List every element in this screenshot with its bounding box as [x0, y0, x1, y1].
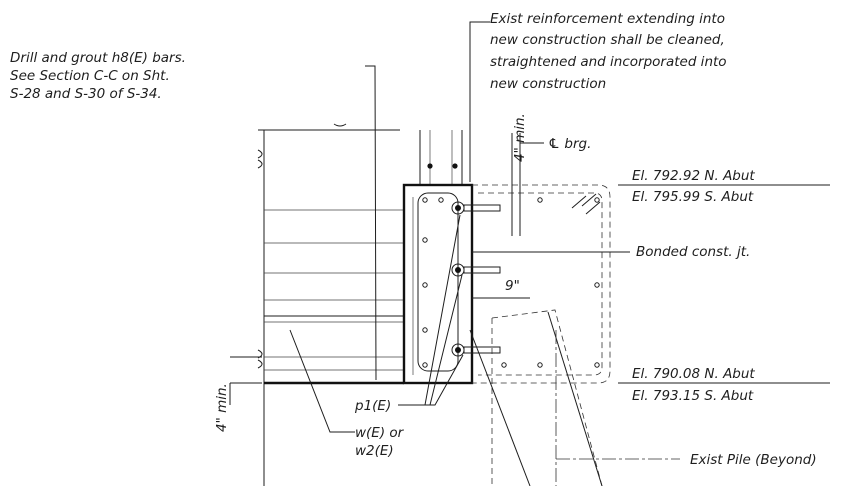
rebar-dot: [452, 163, 458, 169]
p1-bars: [451, 201, 501, 357]
label-bonded-jt: Bonded const. jt.: [636, 244, 750, 260]
rebar-circles: [422, 197, 600, 368]
note-line: Drill and grout h8(E) bars.: [10, 50, 186, 66]
existing-column: [419, 130, 463, 185]
annotation-exist-reinforcement: Exist reinforcement extending into new c…: [490, 11, 727, 92]
existing-pile: [469, 309, 603, 486]
label-we-line: w(E) or: [355, 425, 405, 441]
rebar-dot: [427, 163, 433, 169]
label-el-top-n: El. 792.92 N. Abut: [632, 168, 755, 184]
new-construction-outline: [402, 183, 474, 385]
note-line: S-28 and S-30 of S-34.: [10, 86, 162, 102]
label-el-bot-n: El. 790.08 N. Abut: [632, 366, 755, 382]
note-line: See Section C-C on Sht.: [10, 68, 170, 84]
label-el-bot-s: El. 793.15 S. Abut: [632, 388, 754, 404]
note-line: Exist reinforcement extending into: [490, 11, 725, 27]
dim-4in-min-top: 4" min.: [512, 113, 528, 162]
label-p1e: p1(E): [354, 398, 391, 414]
label-cl-brg: ℄ brg.: [548, 136, 591, 152]
existing-wall: [230, 123, 404, 486]
leader-lines: [229, 21, 830, 460]
dim-4in-min-bot: 4" min.: [214, 383, 230, 432]
note-line: straightened and incorporated into: [490, 54, 727, 70]
label-we-line: w2(E): [355, 443, 394, 459]
note-line: new construction: [490, 76, 606, 92]
new-cap-dashed: [472, 184, 611, 384]
dim-9in: 9": [505, 278, 520, 294]
annotation-drill-grout: Drill and grout h8(E) bars. See Section …: [10, 50, 186, 102]
label-el-top-s: El. 795.99 S. Abut: [632, 189, 754, 205]
label-exist-pile: Exist Pile (Beyond): [690, 452, 817, 468]
note-line: new construction shall be cleaned,: [490, 32, 725, 48]
